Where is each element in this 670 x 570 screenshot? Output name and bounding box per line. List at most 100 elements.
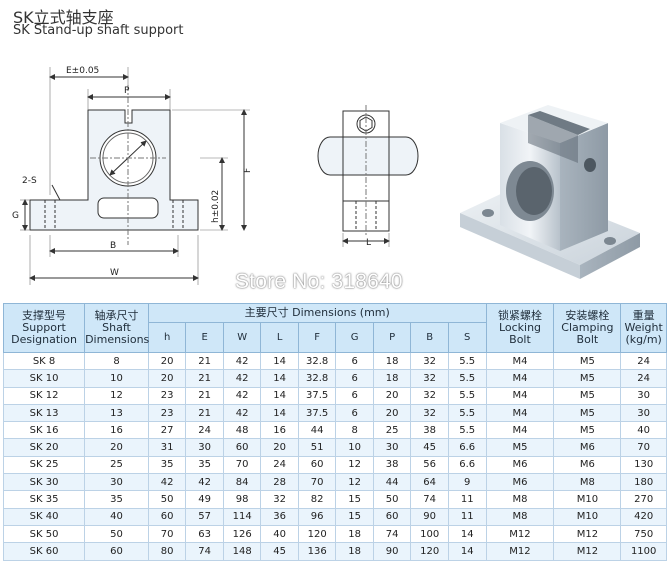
table-cell: M4	[485, 351, 555, 371]
product-render	[460, 105, 640, 279]
table-cell: 45	[410, 438, 449, 457]
table-cell: 70	[297, 473, 337, 492]
table-cell: M5	[553, 403, 622, 423]
table-cell: M4	[485, 369, 555, 388]
table-cell: 14	[447, 524, 487, 544]
table-cell: 51	[297, 438, 337, 457]
table-cell: 82	[297, 490, 337, 509]
table-cell: 18	[335, 542, 374, 561]
table-cell: 60	[147, 507, 187, 526]
table-cell: 14	[447, 542, 487, 561]
table-cell: 5.5	[447, 369, 487, 388]
table-cell: 32	[410, 403, 449, 423]
table-cell: 24	[620, 369, 667, 388]
table-cell: 20	[260, 438, 299, 457]
table-cell: 12	[84, 386, 149, 405]
table-cell: 11	[447, 507, 487, 526]
table-cell: 5.5	[447, 403, 487, 423]
table-cell: 270	[620, 490, 667, 509]
table-cell: 120	[297, 524, 337, 544]
table-cell: 50	[147, 490, 187, 509]
table-cell: 42	[147, 473, 187, 492]
table-cell: 44	[297, 421, 337, 440]
table-cell: M12	[485, 524, 555, 544]
table-cell: 20	[372, 386, 412, 405]
table-cell: 12	[335, 473, 374, 492]
table-cell: M8	[485, 490, 555, 509]
table-cell: 84	[222, 473, 262, 492]
table-cell: 70	[620, 438, 667, 457]
table-cell: M8	[485, 507, 555, 526]
table-cell: 6	[335, 369, 374, 388]
table-cell: M10	[553, 507, 622, 526]
table-cell: 14	[260, 386, 299, 405]
table-cell: 126	[222, 524, 262, 544]
table-cell: 35	[84, 490, 149, 509]
table-cell: 42	[222, 403, 262, 423]
table-cell: 136	[297, 542, 337, 561]
table-cell: 32	[410, 386, 449, 405]
table-cell: 74	[372, 524, 412, 544]
table-cell: 98	[222, 490, 262, 509]
col-g: G	[335, 322, 374, 353]
table-cell: 37.5	[297, 403, 337, 423]
col-f: F	[297, 322, 337, 353]
table-cell: 6	[335, 386, 374, 405]
table-cell: M5	[485, 438, 555, 457]
dim-2s-label: 2-S	[22, 176, 37, 186]
store-watermark: Store No: 318640	[235, 270, 403, 293]
table-cell: 42	[185, 473, 224, 492]
table-cell: 21	[185, 369, 224, 388]
dim-h-label: h±0.02	[211, 190, 221, 223]
table-cell: 74	[410, 490, 449, 509]
table-cell: 5.5	[447, 421, 487, 440]
table-cell: 90	[410, 507, 449, 526]
table-cell: 31	[147, 438, 187, 457]
table-cell: SK 20	[2, 438, 86, 457]
table-cell: 8	[335, 421, 374, 440]
table-cell: 35	[147, 455, 187, 475]
table-cell: 37.5	[297, 386, 337, 405]
table-cell: 60	[222, 438, 262, 457]
table-cell: 70	[147, 524, 187, 544]
table-cell: 35	[185, 455, 224, 475]
table-cell: 23	[147, 386, 187, 405]
table-cell: 180	[620, 473, 667, 492]
table-cell: 21	[185, 351, 224, 371]
table-cell: M12	[485, 542, 555, 561]
table-cell: 21	[185, 403, 224, 423]
col-b: B	[410, 322, 449, 353]
col-main-dims: 主要尺寸 Dimensions (mm)	[147, 303, 487, 323]
table-cell: M6	[553, 455, 622, 475]
table-cell: 10	[335, 438, 374, 457]
table-cell: SK 40	[2, 507, 86, 526]
dim-b-label: B	[110, 241, 116, 251]
table-cell: 750	[620, 524, 667, 544]
col-shaft: 轴承尺寸 Shaft Dimensions	[84, 303, 149, 353]
table-cell: 50	[372, 490, 412, 509]
table-cell: 60	[84, 542, 149, 561]
col-e: E	[185, 322, 224, 353]
table-cell: 5.5	[447, 386, 487, 405]
table-cell: 24	[260, 455, 299, 475]
table-cell: 420	[620, 507, 667, 526]
table-cell: 6.6	[447, 455, 487, 475]
table-cell: 16	[84, 421, 149, 440]
table-cell: 6	[335, 351, 374, 371]
table-cell: 60	[297, 455, 337, 475]
table-cell: 14	[260, 351, 299, 371]
table-cell: SK 60	[2, 542, 86, 561]
table-cell: 18	[335, 524, 374, 544]
table-cell: M8	[553, 473, 622, 492]
table-cell: 11	[447, 490, 487, 509]
table-cell: 40	[260, 524, 299, 544]
col-h: h	[147, 322, 187, 353]
table-cell: 32.8	[297, 369, 337, 388]
table-cell: 64	[410, 473, 449, 492]
dim-f-label: F	[243, 168, 253, 173]
table-cell: 30	[185, 438, 224, 457]
